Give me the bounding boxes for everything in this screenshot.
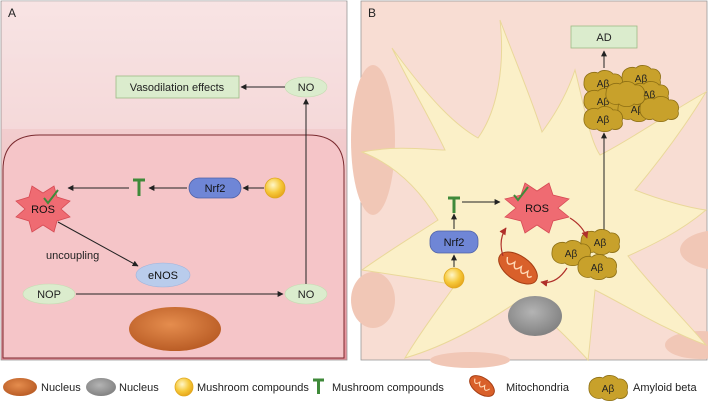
abeta-small-label: Aβ: [594, 238, 607, 249]
nop-label: NOP: [37, 289, 61, 301]
inhibitor-t-icon: [133, 178, 145, 196]
panel-b: B AD Aβ Aβ Aβ Aβ Aβ Aβ Aβ Aβ Aβ ROS: [351, 0, 708, 368]
check-icon: [43, 189, 59, 205]
cycle-arrow-abeta-to-mito: [540, 267, 568, 287]
abeta-cluster-label: Aβ: [597, 97, 610, 108]
abeta-small-label: Aβ: [565, 249, 578, 260]
panel-a-label: A: [8, 6, 16, 20]
check-icon: [513, 186, 529, 202]
nrf2-node: [188, 177, 242, 199]
mitochondria-icon: [498, 251, 538, 285]
legend-sphere-label: Mushroom compounds: [197, 382, 309, 394]
vasodilation-label: Vasodilation effects: [130, 82, 225, 94]
abeta-cluster-label: Aβ: [631, 105, 644, 116]
abeta-cluster-label: Aβ: [635, 74, 648, 85]
panel-a: A Vasodilation effects NO NO Nrf2 ROS un…: [0, 0, 348, 361]
nrf2-b-label: Nrf2: [444, 237, 465, 249]
ad-label: AD: [596, 32, 611, 44]
legend-nucleus-orange-icon: [3, 378, 37, 396]
nucleus-gray: [508, 296, 562, 336]
legend-sphere-icon: [174, 377, 194, 397]
legend-nucleus-gray-label: Nucleus: [119, 382, 159, 394]
abeta-cluster-label: Aβ: [643, 90, 656, 101]
arrow-ros-to-enos: [57, 221, 139, 267]
ros-b-label: ROS: [525, 203, 549, 215]
no-top-label: NO: [298, 82, 315, 94]
endothelial-cell: [2, 134, 345, 359]
nrf2-label: Nrf2: [205, 183, 226, 195]
abeta-small-group: Aβ Aβ Aβ: [551, 229, 620, 281]
legend-mitochondria-icon: [469, 375, 495, 397]
abeta-cluster: Aβ Aβ Aβ Aβ Aβ Aβ: [583, 65, 679, 133]
cycle-arrow-ros-to-abeta: [569, 217, 589, 239]
nop-node: [22, 283, 76, 305]
vasodilation-node: [115, 75, 240, 99]
ad-node: [570, 25, 638, 49]
legend-mitochondria-label: Mitochondria: [506, 382, 570, 394]
abeta-cluster-label: Aβ: [597, 79, 610, 90]
legend-abeta-icon: Aβ: [588, 375, 628, 402]
legend-nucleus-orange-label: Nucleus: [41, 382, 81, 394]
abeta-cluster-label: Aβ: [597, 115, 610, 126]
cycle-arrow-mito-to-ros: [499, 227, 507, 257]
panel-b-label: B: [368, 6, 376, 20]
inhibitor-t-icon: [448, 196, 460, 213]
legend-abeta-icon-label: Aβ: [602, 384, 615, 395]
mushroom-compound-sphere: [443, 267, 465, 289]
nrf2-b-node: [429, 230, 479, 254]
legend-inhibitor-label: Mushroom compounds: [332, 382, 444, 394]
nucleus-orange: [129, 307, 221, 351]
legend-amyloid-label: Amyloid beta: [633, 382, 697, 394]
mushroom-compound-sphere: [264, 177, 286, 199]
legend: Nucleus Nucleus Mushroom compounds Mushr…: [3, 375, 697, 402]
enos-node: [135, 262, 191, 288]
ros-star-icon: [15, 185, 71, 233]
surrounding-cells: [351, 65, 708, 368]
no-bottom-label: NO: [298, 289, 315, 301]
ros-label: ROS: [31, 204, 55, 216]
enos-label: eNOS: [148, 270, 178, 282]
uncoupling-label: uncoupling: [46, 250, 99, 262]
abeta-small-label: Aβ: [591, 263, 604, 274]
legend-inhibitor-t-icon: [313, 378, 324, 394]
legend-nucleus-gray-icon: [86, 378, 116, 396]
